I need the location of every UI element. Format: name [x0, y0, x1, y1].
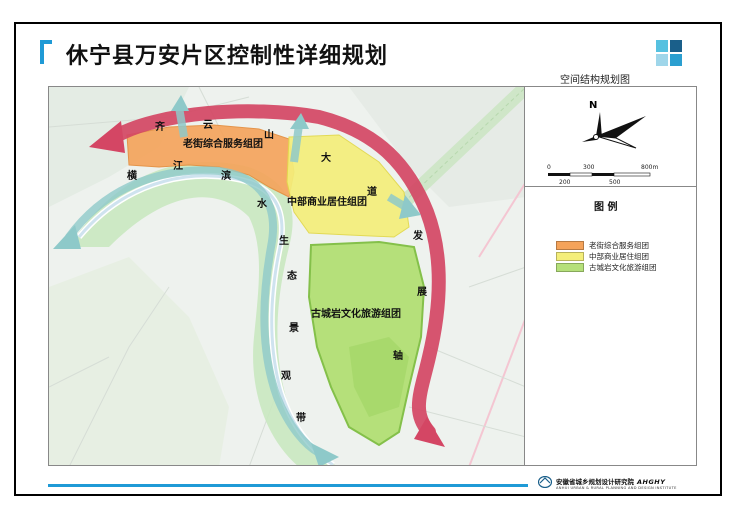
legend-swatch-orange	[556, 241, 584, 250]
axis-char: 发	[413, 231, 423, 242]
page-title: 休宁县万安片区控制性详细规划	[66, 44, 389, 69]
north-label: N	[589, 100, 598, 111]
ecology-arrow-west	[53, 225, 81, 249]
scale-label: 500	[609, 179, 621, 186]
footer-org-cn: 安徽省城乡规划设计研究院	[556, 478, 634, 486]
ecology-belt-band	[65, 166, 323, 457]
axis-char: 齐	[155, 122, 165, 133]
scale-label: 200	[559, 179, 571, 186]
legend-item-label: 中部商业居住组团	[589, 252, 649, 261]
scale-bar	[548, 172, 651, 177]
legend-swatch-green	[556, 263, 584, 272]
logo-square-3	[670, 40, 682, 52]
axis-char: 山	[264, 130, 274, 141]
connector-arrowhead-east	[399, 195, 421, 219]
connector-arrow-middle	[290, 124, 303, 163]
ecology-char: 江	[173, 161, 183, 172]
map-subtitle: 空间结构规划图	[560, 75, 630, 86]
ecology-char: 生	[279, 236, 289, 247]
terrain-patch	[349, 87, 524, 207]
legend-panel	[525, 86, 697, 466]
legend-divider	[525, 186, 697, 187]
institute-logo-icon	[538, 476, 552, 488]
logo-square-2	[670, 54, 682, 66]
logo-square-1	[656, 54, 668, 66]
title-accent-mark	[40, 40, 54, 64]
zone-label-ancient: 古城岩文化旅游组团	[311, 309, 401, 320]
zone-ancient-inner	[349, 337, 409, 417]
ecology-char: 态	[287, 271, 297, 282]
legend-swatch-yellow	[556, 252, 584, 261]
ecology-char: 景	[289, 323, 299, 334]
scale-label: 0	[547, 164, 551, 171]
development-axis-band	[107, 104, 446, 439]
map-canvas[interactable]: 老街综合服务组团 中部商业居住组团 古城岩文化旅游组团 齐 云 山 大 道 发 …	[48, 86, 525, 466]
pink-road	[478, 183, 524, 258]
north-arrow-icon	[582, 112, 646, 149]
ecology-char: 带	[296, 413, 306, 424]
scale-label: 800m	[641, 164, 659, 171]
footer-org-code: AHGHY	[637, 478, 666, 486]
connector-arrow-north	[175, 106, 188, 138]
pink-road	[468, 319, 524, 465]
connector-arrowhead-middle	[290, 113, 309, 129]
logo-square-4	[656, 40, 668, 52]
legend-item-ancient: 古城岩文化旅游组团	[556, 262, 657, 272]
zone-middle	[286, 134, 410, 238]
axis-arrow-west	[89, 121, 125, 153]
zone-old-street	[126, 124, 295, 198]
ecology-arrow-south	[311, 443, 339, 465]
zone-label-middle: 中部商业居住组团	[287, 197, 367, 208]
footer-org-en: ANHUI URBAN & RURAL PLANNING AND DESIGN …	[556, 486, 677, 490]
ecology-char: 横	[127, 171, 137, 182]
legend-title: 图 例	[594, 202, 618, 213]
ecology-char: 水	[257, 199, 267, 210]
ecology-char: 滨	[221, 171, 231, 182]
footer-divider	[48, 484, 528, 487]
ecology-char: 观	[281, 371, 291, 382]
axis-char: 轴	[393, 351, 403, 362]
axis-char: 云	[203, 120, 213, 131]
scale-label: 300	[583, 164, 595, 171]
axis-char: 道	[367, 187, 377, 198]
map-svg	[49, 87, 524, 465]
terrain-patch	[49, 257, 229, 465]
legend-item-middle: 中部商业居住组团	[556, 251, 649, 261]
legend-item-label: 古城岩文化旅游组团	[589, 263, 657, 272]
axis-char: 展	[417, 287, 427, 298]
axis-arrow-east	[414, 417, 445, 447]
connector-arrowhead-north	[171, 95, 189, 111]
legend-item-label: 老街综合服务组团	[589, 241, 649, 250]
zone-label-old-street: 老街综合服务组团	[183, 139, 263, 150]
axis-char: 大	[321, 153, 331, 164]
river-water	[77, 174, 334, 465]
header-logo-icon	[656, 40, 684, 66]
legend-item-old-street: 老街综合服务组团	[556, 240, 649, 250]
